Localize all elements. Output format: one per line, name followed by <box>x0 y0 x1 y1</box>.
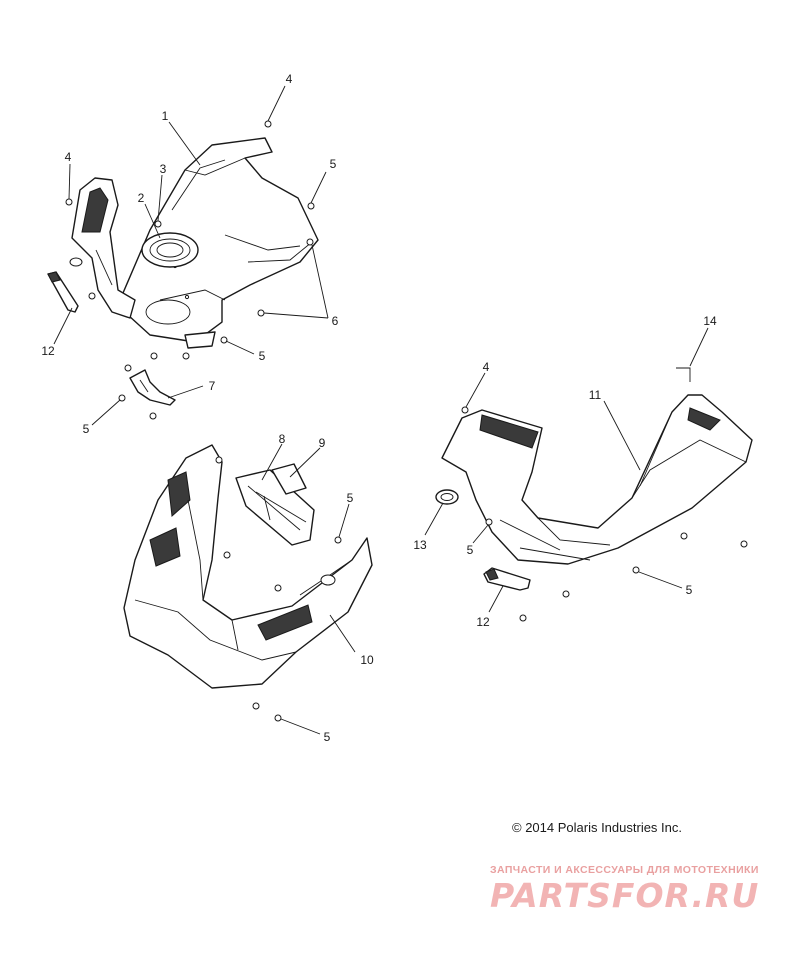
callout-labels: 1 2 3 4 4 5 6 12 5 7 5 8 9 5 10 5 4 11 1… <box>41 72 717 744</box>
callout-14: 14 <box>703 314 717 328</box>
fasteners-group-a <box>65 120 315 420</box>
part-12-strap-right <box>483 567 531 591</box>
callout-12-left: 12 <box>41 344 55 358</box>
part-9-decal <box>271 463 307 495</box>
part-12-strap-left <box>47 271 79 313</box>
callout-8: 8 <box>279 432 286 446</box>
callout-3: 3 <box>160 162 167 176</box>
callout-4-top: 4 <box>286 72 293 86</box>
callout-6: 6 <box>332 314 339 328</box>
watermark-tagline: ЗАПЧАСТИ И АКСЕССУАРЫ ДЛЯ МОТОТЕХНИКИ <box>490 864 759 876</box>
callout-4-left: 4 <box>65 150 72 164</box>
part-7-clip <box>129 369 176 406</box>
callout-5-right: 5 <box>686 583 693 597</box>
callout-5-upper-mid: 5 <box>259 349 266 363</box>
part-10-lower-pan <box>123 444 373 689</box>
callout-13: 13 <box>413 538 427 552</box>
part-2-fill-ring <box>141 232 199 268</box>
callout-5-right-mid: 5 <box>467 543 474 557</box>
callout-5-lower-mid: 5 <box>347 491 354 505</box>
part-left-bracket <box>69 177 136 319</box>
callout-9: 9 <box>319 436 326 450</box>
callout-11: 11 <box>589 388 602 402</box>
callout-5-left: 5 <box>83 422 90 436</box>
copyright-notice: © 2014 Polaris Industries Inc. <box>512 820 682 835</box>
part-14-pin <box>676 367 691 382</box>
part-11-side-panel <box>441 394 753 565</box>
callout-12-right: 12 <box>476 615 490 629</box>
callout-5-upper-right: 5 <box>330 157 337 171</box>
leader-lines <box>53 85 709 735</box>
callout-1: 1 <box>162 109 169 123</box>
part-13-grommet <box>435 489 459 505</box>
fasteners-group-c <box>461 406 748 622</box>
callout-10: 10 <box>360 653 374 667</box>
fasteners-group-b <box>215 456 342 722</box>
callout-4-right: 4 <box>483 360 490 374</box>
callout-7: 7 <box>209 379 216 393</box>
watermark-logo: PARTSFOR.RU <box>490 876 760 915</box>
callout-5-bottom: 5 <box>324 730 331 744</box>
part-8-vent-panel <box>235 469 315 546</box>
callout-2: 2 <box>138 191 145 205</box>
